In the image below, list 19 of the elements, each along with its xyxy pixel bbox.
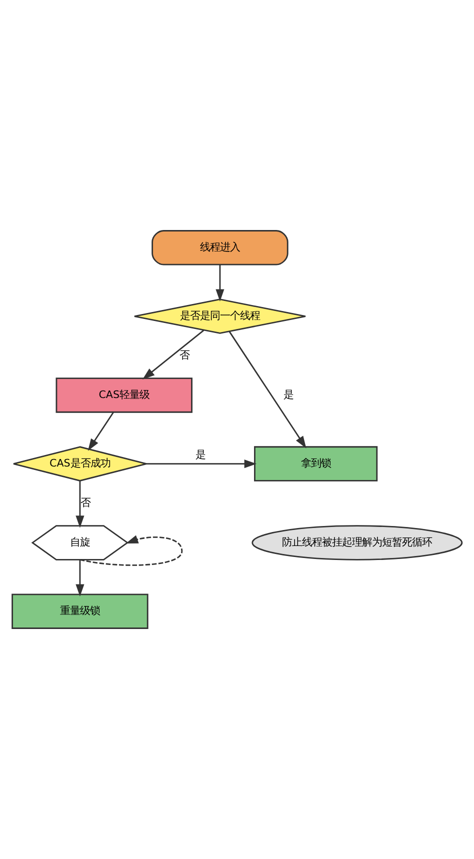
- edge-label: 否: [80, 496, 91, 509]
- node-box: 拿到锁: [254, 446, 378, 482]
- edge-label: 否: [179, 349, 190, 362]
- edge-label: 是: [284, 388, 294, 401]
- arrow: [80, 535, 183, 566]
- node-box: 线程进入: [152, 230, 288, 266]
- node-diamond: 是否是同一个线程: [134, 298, 306, 334]
- arrow: [146, 460, 257, 468]
- node-diamond: CAS是否成功: [12, 446, 148, 482]
- arrow: [142, 330, 204, 380]
- node-ellipse: 防止线程被挂起理解为短暂死循环: [252, 525, 463, 560]
- arrow: [216, 264, 224, 302]
- arrow: [76, 481, 84, 528]
- edge-label: 是: [196, 448, 206, 461]
- arrow: [88, 412, 114, 451]
- node-box: CAS轻量级: [56, 378, 192, 413]
- arrow: [76, 560, 84, 597]
- node-box: 重量级锁: [12, 594, 148, 629]
- arrow: [228, 331, 306, 448]
